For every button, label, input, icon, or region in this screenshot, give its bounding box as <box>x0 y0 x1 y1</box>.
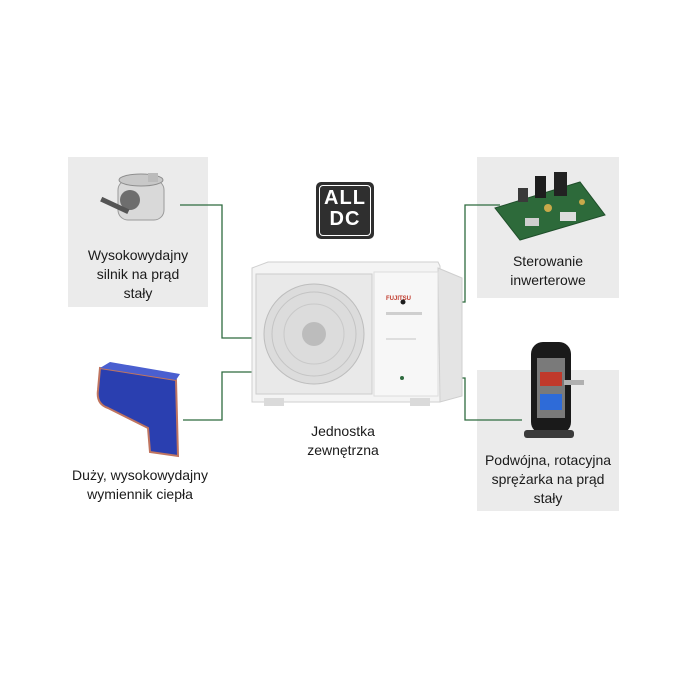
inverter-board-image <box>494 172 606 241</box>
dc-motor-image <box>100 173 165 221</box>
exchanger-label: Duży, wysokowydajny wymiennik ciepła <box>72 467 208 502</box>
compressor-image <box>524 342 584 438</box>
outdoor-unit-image: FUJITSU <box>251 261 463 406</box>
heat-exchanger-image <box>96 362 180 458</box>
svg-text:FUJITSU: FUJITSU <box>386 296 411 302</box>
all-dc-badge-line1: ALL <box>324 187 366 209</box>
outdoor-unit-label: Jednostka zewnętrzna <box>307 423 379 458</box>
all-dc-badge-line2: DC <box>329 208 361 230</box>
compressor-label: Podwójna, rotacyjna sprężarka na prąd st… <box>484 452 612 506</box>
exchanger-connector-line <box>183 371 262 421</box>
motor-label: Wysokowydajny silnik na prąd stały <box>87 247 189 301</box>
inverter-label: Sterowanie inwerterowe <box>510 253 586 288</box>
all-dc-badge: ALL DC <box>316 182 374 239</box>
